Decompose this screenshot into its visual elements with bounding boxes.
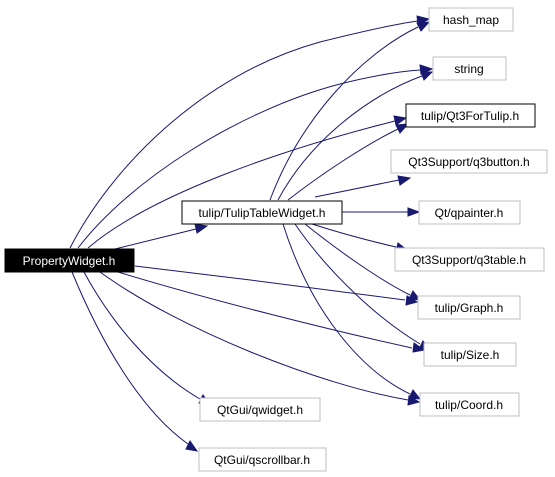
node-label: tulip/TulipTableWidget.h — [199, 206, 326, 220]
node-string[interactable]: string — [432, 56, 507, 81]
node-label: QtGui/qwidget.h — [217, 403, 303, 417]
node-label: string — [454, 62, 483, 76]
node-label: QtGui/qscrollbar.h — [214, 453, 310, 467]
node-q3button[interactable]: Qt3Support/q3button.h — [390, 149, 548, 174]
arrowhead-q3button — [397, 175, 412, 186]
arrowhead-tuliptablewidget — [194, 223, 209, 234]
node-coord[interactable]: tulip/Coord.h — [419, 392, 520, 417]
node-label: tulip/Qt3ForTulip.h — [421, 109, 519, 123]
arrowhead-tuliptablewidget-coord — [408, 389, 422, 400]
edge-propertywidget-to-coord — [99, 271, 409, 401]
edge-tuliptablewidget-to-qt3fortulip — [287, 128, 399, 201]
node-label: PropertyWidget.h — [23, 254, 116, 268]
edge-tuliptablewidget-to-q3button — [314, 179, 400, 198]
node-size[interactable]: tulip/Size.h — [423, 342, 517, 367]
arrowhead-tuliptablewidget-qt3fortulip — [395, 123, 410, 134]
node-qwidget[interactable]: QtGui/qwidget.h — [199, 397, 321, 422]
edge-tuliptablewidget-to-size — [294, 223, 421, 345]
edge-propertywidget-to-qwidget — [83, 271, 201, 400]
arrowhead-qpainter — [407, 207, 421, 217]
node-label: hash_map — [443, 13, 499, 27]
node-label: tulip/Size.h — [441, 348, 500, 362]
edges — [69, 15, 434, 452]
node-label: tulip/Graph.h — [435, 301, 504, 315]
arrowhead-tuliptablewidget-graph — [408, 290, 422, 301]
edge-propertywidget-to-tuliptablewidget — [114, 228, 197, 250]
node-tuliptablewidget[interactable]: tulip/TulipTableWidget.h — [181, 200, 343, 225]
edge-propertywidget-to-hash-map — [69, 20, 419, 249]
node-label: Qt3Support/q3button.h — [408, 155, 529, 169]
node-hash-map[interactable]: hash_map — [428, 7, 514, 32]
arrowhead-qt3fortulip — [393, 115, 408, 126]
edge-propertywidget-to-size — [117, 271, 413, 349]
node-label: tulip/Coord.h — [435, 398, 503, 412]
edge-tuliptablewidget-to-graph — [304, 223, 411, 296]
edge-tuliptablewidget-to-coord — [282, 223, 411, 395]
arrowhead-qscrollbar — [185, 440, 199, 452]
edge-propertywidget-to-qt3fortulip — [87, 120, 396, 249]
edge-tuliptablewidget-to-string — [277, 75, 423, 201]
edge-propertywidget-to-qscrollbar — [71, 271, 189, 445]
edge-propertywidget-to-string — [77, 69, 421, 249]
node-propertywidget[interactable]: PropertyWidget.h — [4, 248, 135, 273]
node-qpainter[interactable]: Qt/qpainter.h — [418, 200, 521, 225]
node-label: Qt/qpainter.h — [435, 206, 504, 220]
arrowhead-tuliptablewidget-string — [420, 71, 434, 81]
node-qt3fortulip[interactable]: tulip/Qt3ForTulip.h — [405, 103, 536, 128]
edge-propertywidget-to-graph — [134, 265, 406, 301]
arrowhead-size — [412, 342, 426, 353]
node-qscrollbar[interactable]: QtGui/qscrollbar.h — [198, 447, 327, 472]
edge-tuliptablewidget-to-hash-map — [269, 26, 419, 201]
node-label: Qt3Support/q3table.h — [412, 253, 526, 267]
edge-tuliptablewidget-to-q3table — [311, 223, 397, 248]
arrowhead-tuliptablewidget-hash-map — [416, 21, 431, 32]
node-q3table[interactable]: Qt3Support/q3table.h — [394, 247, 545, 272]
node-graph[interactable]: tulip/Graph.h — [417, 295, 521, 320]
